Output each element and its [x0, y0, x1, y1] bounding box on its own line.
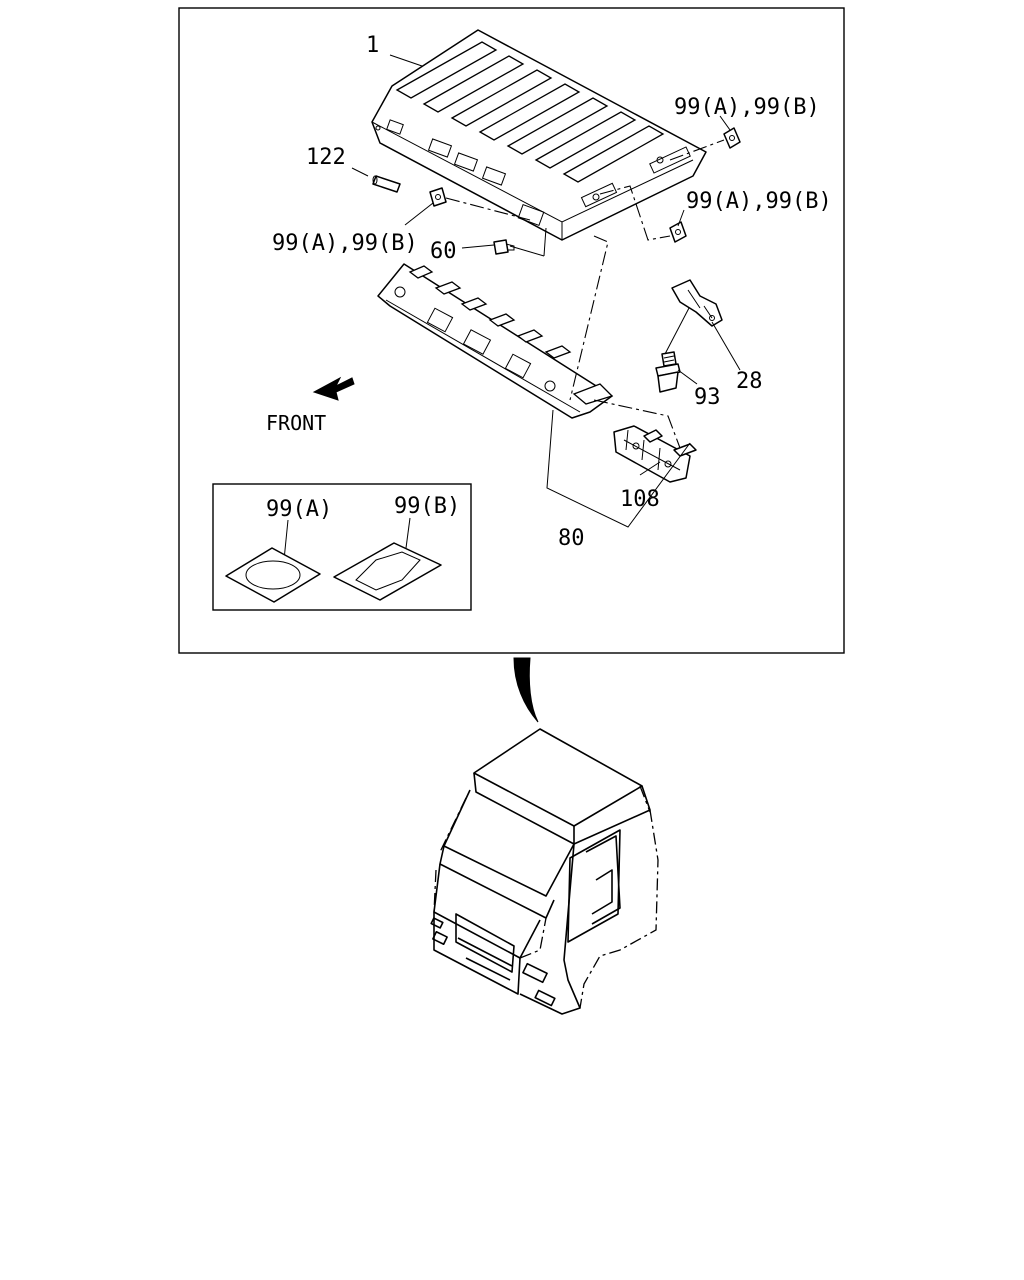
truck-cab: [430, 728, 659, 1015]
callout-99-right: 99(A),99(B): [686, 189, 832, 214]
roof-ribs: [395, 41, 665, 183]
pin-part-122: [372, 175, 401, 193]
seal-b-shape: [333, 542, 442, 601]
roof-panel-part: [371, 29, 707, 241]
callout-80: 80: [558, 526, 585, 551]
diagram-frame: [178, 7, 845, 654]
bolt-part-60: [493, 239, 515, 255]
callout-1: 1: [366, 33, 379, 58]
clip-part-108: [613, 425, 697, 483]
callout-60: 60: [430, 239, 457, 264]
callout-108: 108: [620, 487, 660, 512]
pointer-arrow: [513, 657, 539, 723]
callout-99-topright: 99(A),99(B): [674, 95, 820, 120]
front-arrow-icon: [312, 376, 355, 401]
callout-28: 28: [736, 369, 763, 394]
seal-pad-right: [669, 221, 687, 243]
leader-lines: [351, 54, 741, 528]
bracket-part-28: [671, 279, 723, 327]
seal-a-shape: [225, 547, 321, 603]
seal-legend: 99(A) 99(B): [212, 483, 472, 611]
callout-93: 93: [694, 385, 721, 410]
seal-pad-topright: [723, 127, 741, 149]
inner-frame-part: [377, 263, 614, 419]
callout-122: 122: [306, 145, 346, 170]
legend-label-b: 99(B): [394, 494, 460, 519]
front-label: FRONT: [266, 411, 326, 435]
screw-part-93: [655, 351, 681, 393]
callout-99-left: 99(A),99(B): [272, 231, 418, 256]
seal-pad-left: [429, 187, 447, 207]
legend-label-a: 99(A): [266, 497, 332, 522]
